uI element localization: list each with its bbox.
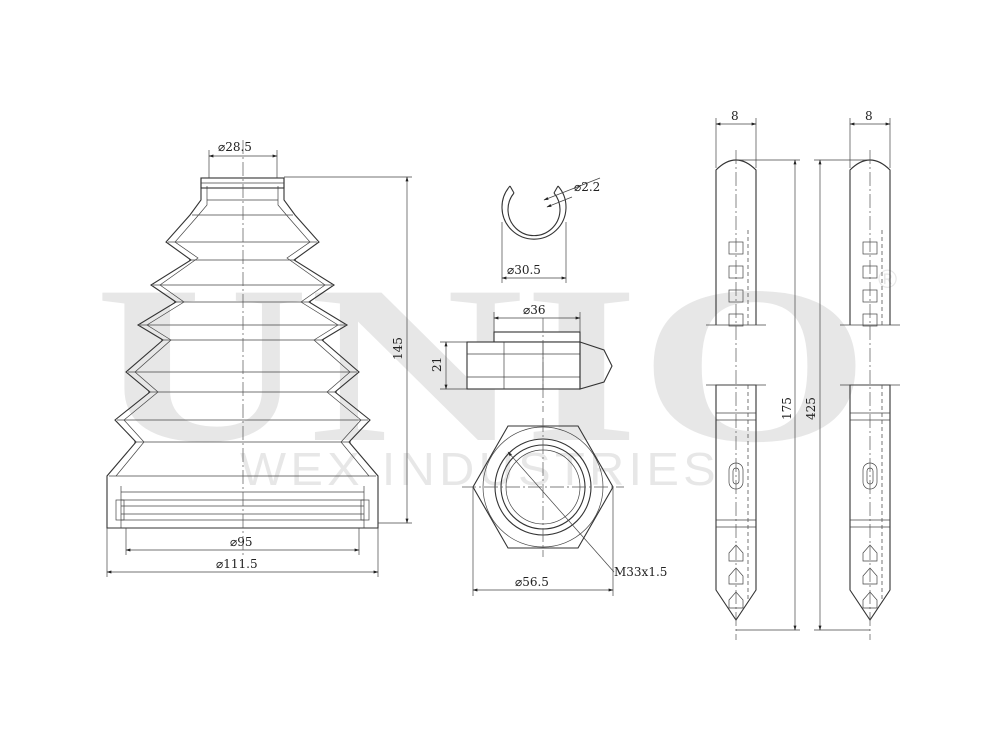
ring-dim-wire: ⌀2.2 xyxy=(543,177,600,208)
clamp-strap-short: 8 175 xyxy=(706,109,800,640)
nut-hex-body xyxy=(466,341,581,390)
boot-inner-bottom-diameter-label: ⌀95 xyxy=(230,535,253,549)
strap2-width-label: 8 xyxy=(865,109,873,123)
ring-dim-diameter: ⌀30.5 xyxy=(501,222,567,283)
nut-dim-corners: ⌀56.5 xyxy=(472,487,614,596)
strap2-dim-length: 425 xyxy=(804,159,870,631)
nut-thread-label: M33x1.5 xyxy=(614,565,667,579)
nut-collar xyxy=(493,331,581,343)
boot-dim-top: ⌀28.5 xyxy=(208,140,278,178)
boot-top-diameter-label: ⌀28.5 xyxy=(218,140,252,154)
watermark-company: WEX INDUSTRIES xyxy=(240,443,720,495)
nut-dim-top: ⌀36 xyxy=(493,303,581,332)
boot-dim-inner-bottom: ⌀95 xyxy=(125,528,360,555)
boot-height-label: 145 xyxy=(391,337,405,360)
ring-diameter-label: ⌀30.5 xyxy=(507,263,541,277)
boot-fold-lines xyxy=(109,214,376,477)
ring-inner-arc xyxy=(507,192,561,237)
boot-inner-wall xyxy=(115,186,370,477)
boot-top-collar xyxy=(200,177,285,201)
boot-dim-height: 145 xyxy=(284,176,412,524)
nut-top-diameter-label: ⌀36 xyxy=(523,303,546,317)
nut-dim-thread: M33x1.5 xyxy=(507,451,667,579)
cv-boot-drawing: ⌀28.5 145 ⌀95 ⌀111.5 xyxy=(106,140,412,577)
nut-across-corners-label: ⌀56.5 xyxy=(515,575,549,589)
boot-dim-outer-bottom: ⌀111.5 xyxy=(106,528,379,577)
strap1-length-label: 175 xyxy=(780,397,794,420)
watermark-registered-mark: ® xyxy=(878,264,897,294)
nut-section-hatch xyxy=(579,341,613,390)
nut-dim-height: 21 xyxy=(430,341,467,390)
strap2-length-label: 425 xyxy=(804,397,818,420)
ring-wire-diameter-label: ⌀2.2 xyxy=(574,180,600,194)
snap-ring-drawing: ⌀2.2 ⌀30.5 xyxy=(501,177,600,283)
boot-outer-bottom-diameter-label: ⌀111.5 xyxy=(216,557,258,571)
clamp-strap-long: 8 425 xyxy=(804,109,900,640)
ring-outer-arc xyxy=(501,185,567,240)
axle-nut-side-view: ⌀36 21 xyxy=(430,303,613,412)
axle-nut-front-view: M33x1.5 ⌀56.5 xyxy=(462,418,667,596)
strap2-windows xyxy=(862,241,878,609)
strap1-dim-length: 175 xyxy=(736,159,800,631)
strap1-width-label: 8 xyxy=(731,109,739,123)
boot-bottom-collar xyxy=(115,486,370,528)
watermark: UNIO ® WEX INDUSTRIES xyxy=(95,239,897,495)
nut-height-label: 21 xyxy=(430,357,444,372)
